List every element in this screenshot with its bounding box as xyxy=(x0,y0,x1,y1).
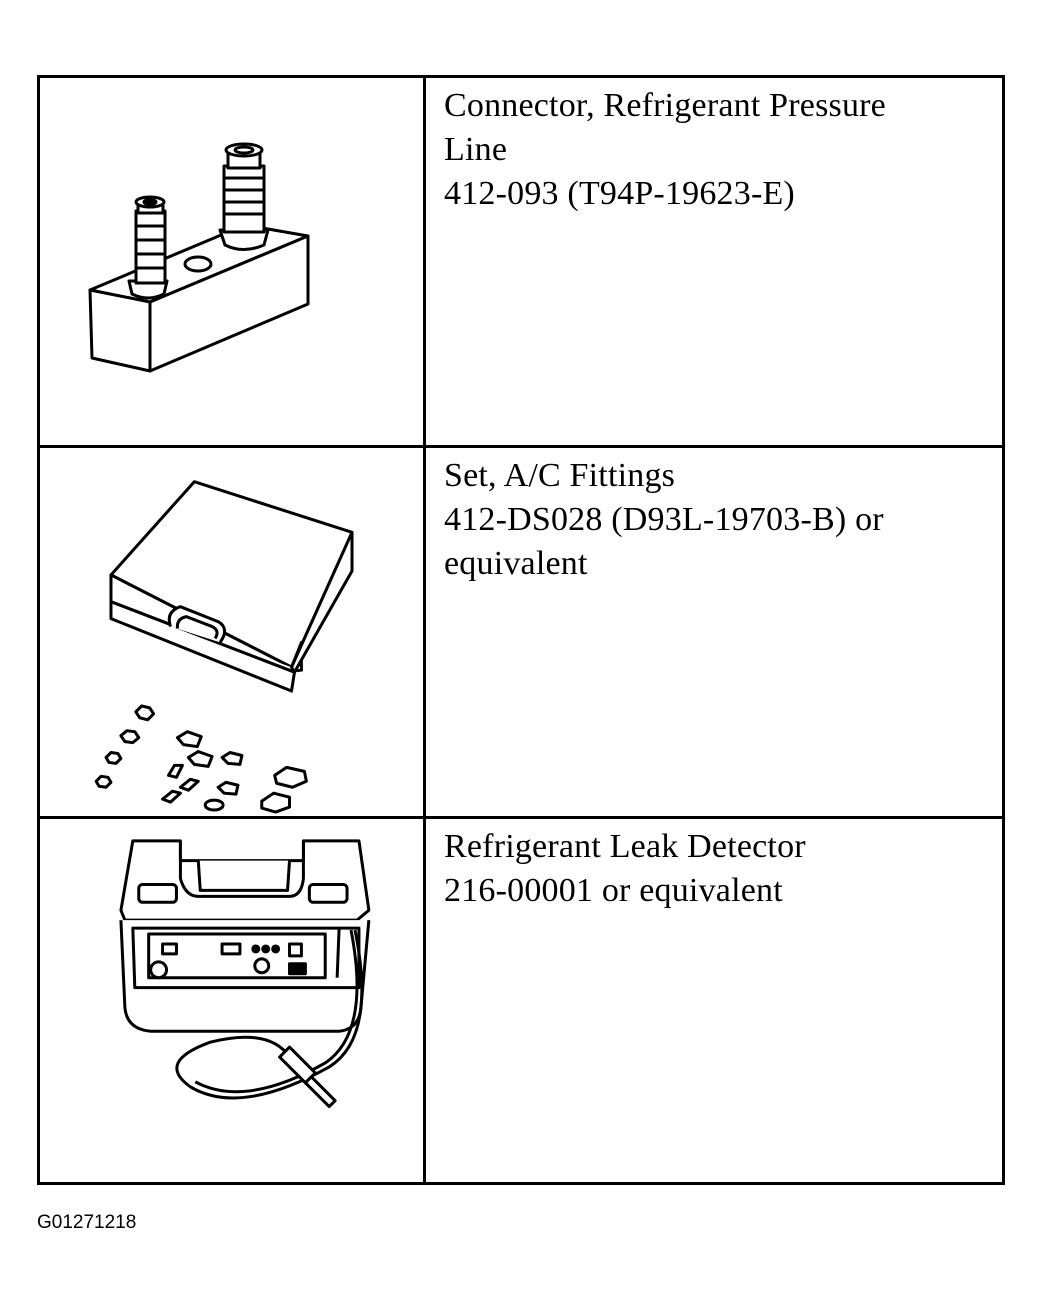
tool-row-pressure-line-connector: Connector, Refrigerant Pressure Line 412… xyxy=(40,78,1002,445)
tool-name-line: Refrigerant Leak Detector xyxy=(444,828,806,865)
tool-illustration-cell xyxy=(40,819,426,1182)
pressure-line-connector-icon xyxy=(40,78,423,445)
leak-detector-icon xyxy=(40,819,423,1182)
special-tools-table: Connector, Refrigerant Pressure Line 412… xyxy=(37,75,1005,1185)
figure-id: G01271218 xyxy=(37,1212,137,1233)
tool-part-number: 216-00001 or equivalent xyxy=(444,872,783,909)
tool-illustration-cell xyxy=(40,78,426,445)
tool-description: Set, A/C Fittings 412-DS028 (D93L-19703-… xyxy=(444,454,982,586)
tool-illustration-cell xyxy=(40,448,426,816)
tool-name-line: Line xyxy=(444,131,508,168)
tool-name-line: Connector, Refrigerant Pressure xyxy=(444,87,886,124)
tool-name-line: Set, A/C Fittings xyxy=(444,457,676,494)
tool-row-ac-fittings-set: Set, A/C Fittings 412-DS028 (D93L-19703-… xyxy=(40,445,1002,816)
tool-name-line: equivalent xyxy=(444,545,588,582)
tool-description: Refrigerant Leak Detector 216-00001 or e… xyxy=(444,825,982,913)
tool-description: Connector, Refrigerant Pressure Line 412… xyxy=(444,84,982,216)
tool-part-number: 412-DS028 (D93L-19703-B) or xyxy=(444,501,884,538)
tool-part-number: 412-093 (T94P-19623-E) xyxy=(444,175,795,212)
tool-row-leak-detector: Refrigerant Leak Detector 216-00001 or e… xyxy=(40,816,1002,1182)
ac-fittings-set-icon xyxy=(40,448,423,816)
